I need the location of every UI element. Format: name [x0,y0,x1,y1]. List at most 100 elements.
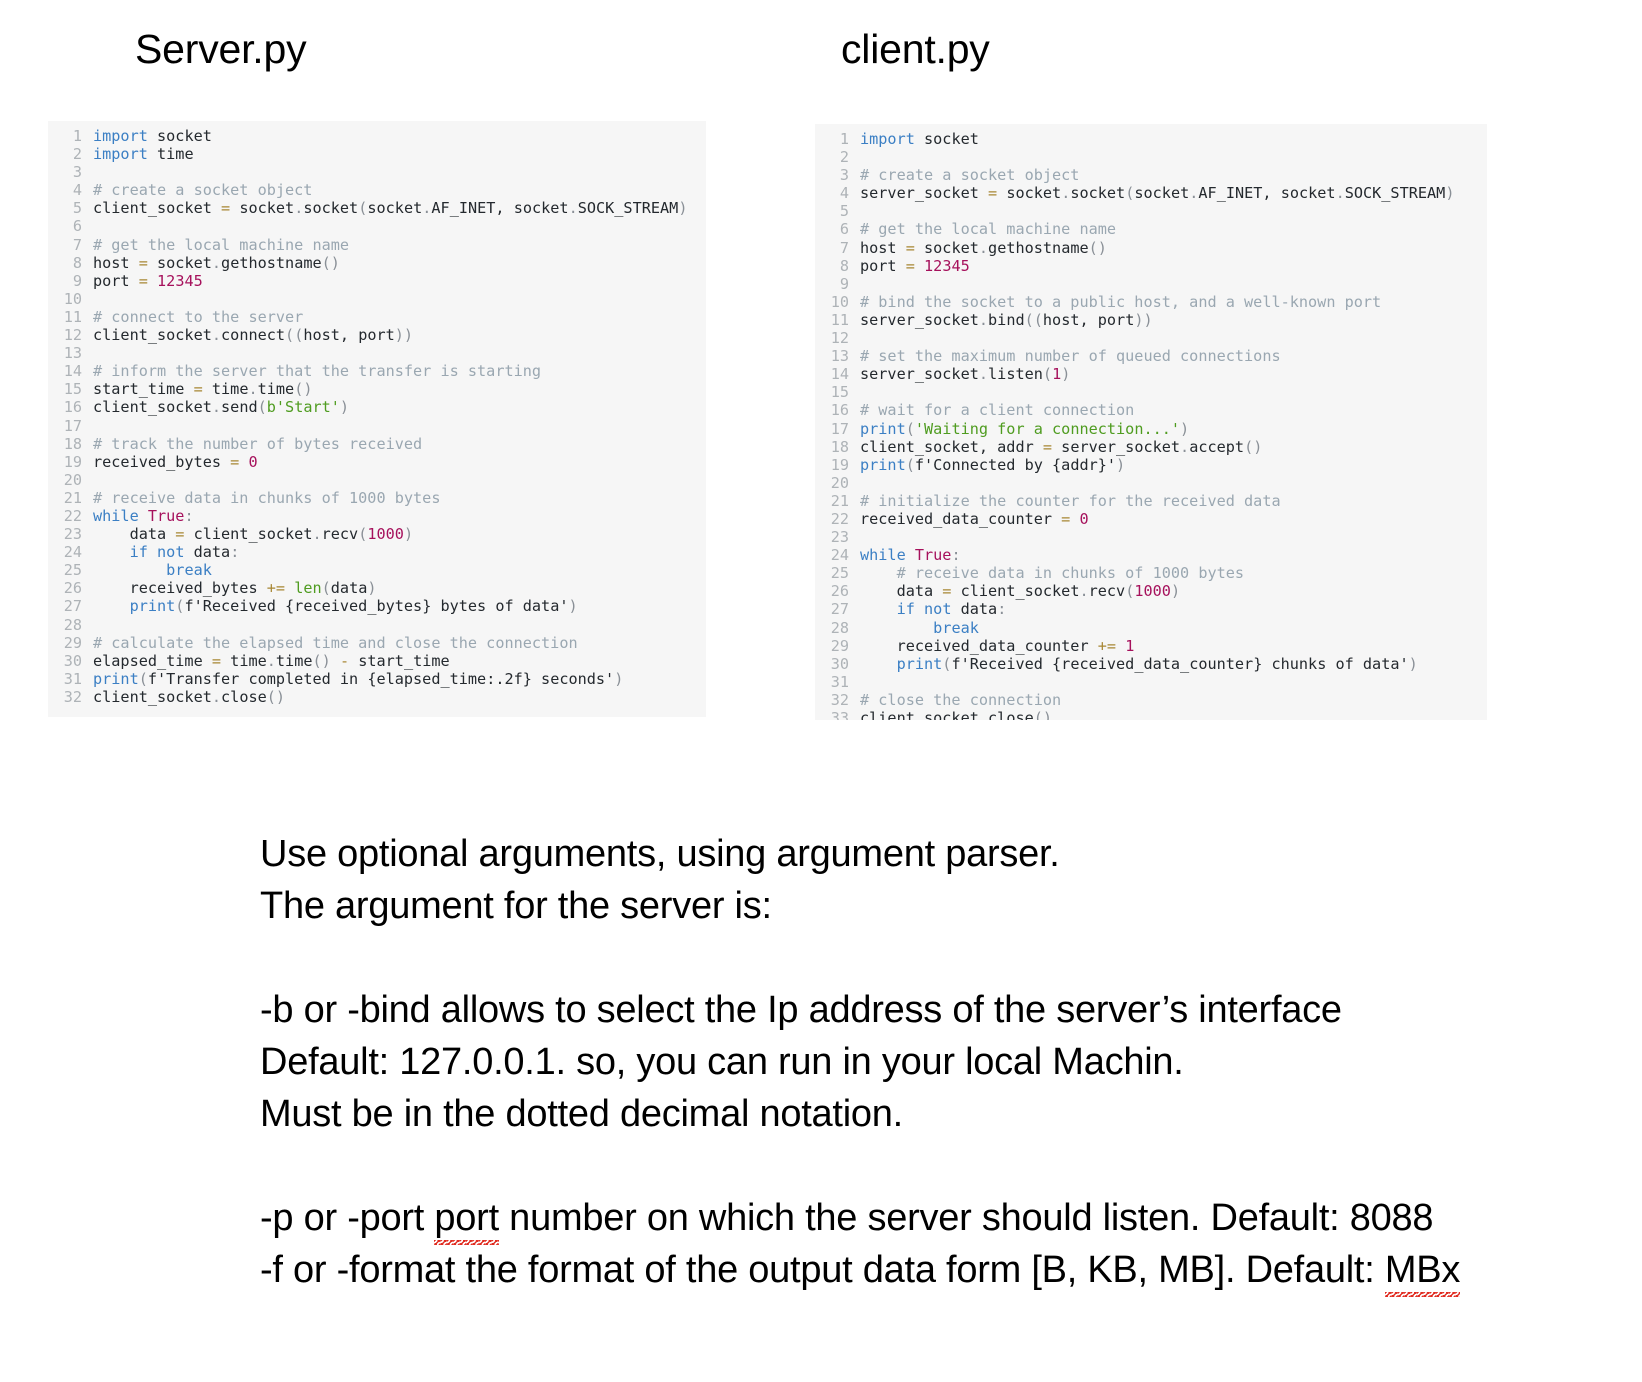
code-token: port [93,271,139,290]
code-token: . [1061,184,1071,203]
code-token: () [266,687,286,706]
code-line-content [849,329,869,347]
code-token: b'Start' [266,398,340,417]
code-token: # get the local machine name [93,235,350,254]
code-line-content [82,290,102,308]
code-token: client_socket [93,199,222,218]
code-token [331,652,340,670]
code-line-content [82,616,102,634]
code-token: # initialize the counter for the receive… [860,491,1281,510]
code-token: : [184,506,194,525]
code-line: 27 print(f'Received {received_bytes} byt… [48,597,706,615]
notes-line: Use optional arguments, using argument p… [260,828,1600,880]
code-line-content: start_time = time.time() [82,380,313,398]
code-token: time [202,380,249,399]
code-line-content: data = client_socket.recv(1000) [849,582,1181,601]
code-line-content: import socket [849,130,979,148]
code-token: = [221,199,231,218]
code-line-content: while True: [849,546,961,564]
code-line-content: break [82,561,212,579]
code-line: 26 received_bytes += len(data) [48,579,706,597]
code-line-number: 2 [839,148,849,167]
code-line-number: 15 [830,383,849,402]
code-token: gethostname [221,253,322,272]
notes-text: -b or -bind allows to select the Ip addr… [260,989,1342,1031]
code-line: 9 [815,275,1487,293]
code-token: break [166,561,212,580]
code-line-number: 7 [839,238,849,257]
code-line-content: # connect to the server [82,308,303,326]
code-token: ) [1445,184,1455,203]
code-token: AF_INET, socket [1198,184,1336,203]
code-token: host [860,238,906,257]
code-token: . [1189,184,1199,203]
page-title-client: client.py [841,26,990,72]
code-line-content: # get the local machine name [82,236,349,254]
code-token: gethostname [988,238,1089,257]
page-title-server: Server.py [135,26,307,72]
code-token: data [951,600,998,619]
code-token: send [221,398,258,417]
code-line-content: received_data_counter = 0 [849,510,1089,528]
code-line-content: received_bytes = 0 [82,453,258,471]
code-line-content: # close the connection [849,691,1061,709]
code-token: recv [321,525,359,544]
code-token: () [312,651,331,670]
code-line-number: 16 [830,401,849,420]
code-line-number: 23 [63,525,82,544]
code-token: # connect to the server [93,307,304,326]
code-line: 31 [815,673,1487,691]
code-token: not [157,543,185,562]
code-line-content: client_socket = socket.socket(socket.AF_… [82,199,687,217]
code-line-number: 22 [830,509,849,528]
code-line-number: 6 [839,220,849,239]
code-token: data [860,582,943,601]
notes-text [260,1145,270,1187]
code-line: 23 data = client_socket.recv(1000) [48,525,706,543]
code-line-number: 8 [839,256,849,275]
code-line: 14# inform the server that the transfer … [48,362,706,380]
code-line-number: 12 [830,329,849,348]
code-line: 3 [48,163,706,181]
code-line: 32# close the connection [815,691,1487,709]
code-token: socket [914,130,979,148]
code-token: # receive data in chunks of 1000 bytes [93,488,441,507]
code-line-content [849,528,869,546]
code-line: 7# get the local machine name [48,236,706,254]
code-token: # wait for a client connection [860,401,1135,420]
code-token [860,655,897,673]
code-token: True [147,506,185,525]
code-token: time [275,651,313,670]
code-line-content: # receive data in chunks of 1000 bytes [82,489,440,507]
code-token: break [933,618,979,637]
notes-line: -b or -bind allows to select the Ip addr… [260,984,1600,1036]
code-token: (( [285,326,304,345]
code-line-number: 27 [63,597,82,616]
code-token: import [93,127,148,145]
code-token: ( [321,579,331,598]
code-line: 13# set the maximum number of queued con… [815,347,1487,365]
code-line: 5 [815,202,1487,220]
code-line-content: elapsed_time = time.time() - start_time [82,652,450,670]
code-line-number: 14 [63,362,82,381]
code-line-number: 24 [830,546,849,565]
code-token: (( [1024,310,1043,329]
code-token: ) [1061,365,1071,384]
code-token: = [1061,509,1071,528]
code-line-content: # calculate the elapsed time and close t… [82,634,578,652]
code-line: 25 break [48,561,706,579]
code-token: ) [1408,654,1418,673]
code-token: socket [303,199,359,218]
code-token: f'Received {received_bytes} bytes of dat… [184,597,569,616]
code-token: () [1033,709,1053,720]
code-line: 12 [815,329,1487,347]
spellcheck-underline: MBx [1384,1244,1461,1297]
code-token: = [905,256,915,275]
code-token: 12345 [924,256,970,275]
code-line: 20 [48,471,706,489]
